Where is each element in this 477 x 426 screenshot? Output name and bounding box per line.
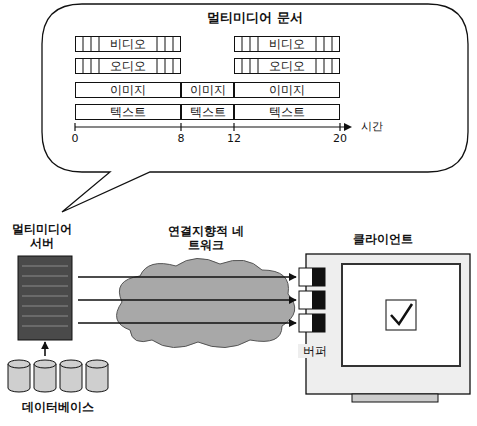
database-node: 데이터베이스 <box>2 356 114 422</box>
speech-bubble <box>42 4 468 212</box>
node-label: 연결지향적 네트워크 <box>164 224 248 252</box>
flow-arrow <box>78 276 296 278</box>
audio-block: 오디오 <box>75 58 181 74</box>
node-label: 비디오 <box>269 37 305 51</box>
server-icon <box>18 256 72 340</box>
node-label: 이미지 <box>190 83 226 97</box>
node-label: 텍스트 <box>110 105 146 119</box>
image-block: 이미지 <box>234 82 340 98</box>
text-block: 텍스트 <box>75 104 181 120</box>
axis-tick-label: 8 <box>171 133 191 145</box>
node-label: 멀티미디어 문서 <box>175 10 335 26</box>
node-label: 비디오 <box>110 37 146 51</box>
image-block: 이미지 <box>181 82 234 98</box>
node-label: 멀티미디어 서버 <box>6 222 78 250</box>
axis-title: 시간 <box>354 121 390 133</box>
image-block: 이미지 <box>75 82 181 98</box>
track-stripes <box>83 36 332 74</box>
node-label: 클라이언트 <box>328 232 438 246</box>
node-label: 텍스트 <box>269 105 305 119</box>
video-block: 비디오 <box>234 36 340 52</box>
client-node: 클라이언트버퍼 <box>296 228 474 408</box>
monitor-icon <box>306 254 470 402</box>
network-node: 연결지향적 네트워크 <box>108 220 300 350</box>
axis-tick-label: 20 <box>328 133 352 145</box>
audio-block: 오디오 <box>234 58 340 74</box>
node-label: 텍스트 <box>190 105 226 119</box>
node-label: 이미지 <box>110 83 146 97</box>
axis-arrowhead <box>344 123 352 131</box>
axis-tick-label: 0 <box>65 133 85 145</box>
text-block: 텍스트 <box>234 104 340 120</box>
server-node: 멀티미디어 서버 <box>6 220 78 342</box>
node-label: 오디오 <box>269 59 305 73</box>
document-bubble: 멀티미디어 문서비디오 비디오오디오 오디오이미지 이미지 이미지텍스트 텍스트 텍스트 <box>42 4 468 172</box>
node-label: 이미지 <box>269 83 305 97</box>
video-block: 비디오 <box>75 36 181 52</box>
network-cloud <box>117 258 295 347</box>
axis-tick-label: 12 <box>222 133 246 145</box>
node-label: 오디오 <box>110 59 146 73</box>
flow-arrow <box>44 342 46 356</box>
flow-arrow <box>78 322 296 324</box>
node-sublabel: 버퍼 <box>298 344 332 358</box>
node-label: 데이터베이스 <box>2 400 114 414</box>
flow-arrow <box>78 299 296 301</box>
database-cylinders <box>8 360 108 392</box>
text-block: 텍스트 <box>181 104 234 120</box>
time-axis <box>75 123 346 131</box>
buffer-icons <box>299 268 325 332</box>
